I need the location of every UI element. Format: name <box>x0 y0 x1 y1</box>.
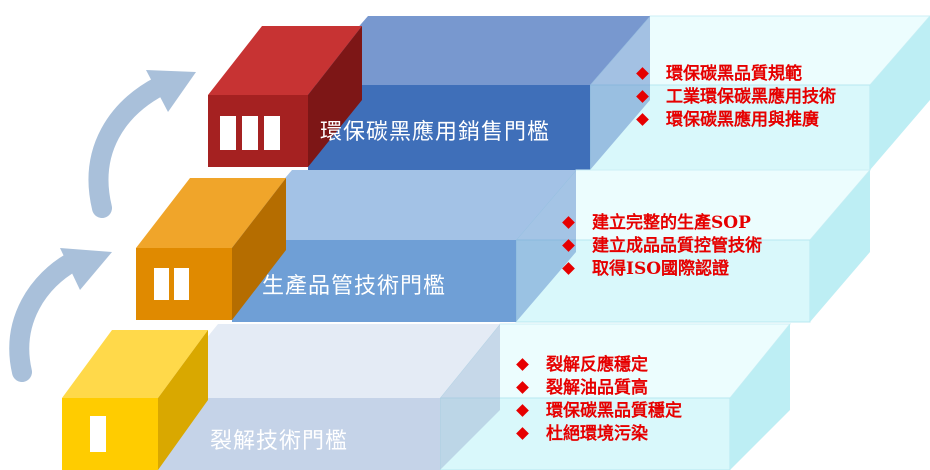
list-item: 裂解反應穩定 <box>512 354 682 377</box>
list-item: 環保碳黑應用與推廣 <box>632 109 836 132</box>
list-item: 工業環保碳黑應用技術 <box>632 86 836 109</box>
diamond-bullet-icon <box>636 90 649 103</box>
diamond-bullet-icon <box>562 239 575 252</box>
level-3-label: 環保碳黑應用銷售門檻 <box>320 120 551 145</box>
up-arrow-upper-icon <box>88 70 196 218</box>
diamond-bullet-icon <box>516 427 529 440</box>
diamond-bullet-icon <box>562 262 575 275</box>
numeral-II <box>154 268 189 300</box>
list-item: 杜絕環境污染 <box>512 423 682 446</box>
level-1-bullet-list: 裂解反應穩定 裂解油品質高 環保碳黑品質穩定 杜絕環境污染 <box>512 354 682 446</box>
level-1-label: 裂解技術門檻 <box>210 429 349 454</box>
level-3-step <box>208 15 930 171</box>
level-2-bullet-list: 建立完整的生產SOP 建立成品品質控管技術 取得ISO國際認證 <box>558 212 762 281</box>
level-2-label: 生產品管技術門檻 <box>262 274 447 299</box>
level-1-step <box>62 323 792 470</box>
level-2-step <box>136 169 872 323</box>
list-item: 環保碳黑品質穩定 <box>512 400 682 423</box>
list-item: 建立完整的生產SOP <box>558 212 762 235</box>
level-3-bullet-list: 環保碳黑品質規範 工業環保碳黑應用技術 環保碳黑應用與推廣 <box>632 63 836 132</box>
diamond-bullet-icon <box>562 216 575 229</box>
diamond-bullet-icon <box>636 67 649 80</box>
diamond-bullet-icon <box>516 358 529 371</box>
list-item: 環保碳黑品質規範 <box>632 63 836 86</box>
list-item: 裂解油品質高 <box>512 377 682 400</box>
diamond-bullet-icon <box>516 381 529 394</box>
list-item: 取得ISO國際認證 <box>558 258 762 281</box>
numeral-III <box>220 116 280 150</box>
diamond-bullet-icon <box>636 113 649 126</box>
list-item: 建立成品品質控管技術 <box>558 235 762 258</box>
up-arrow-lower-icon <box>9 248 112 382</box>
diamond-bullet-icon <box>516 404 529 417</box>
numeral-I <box>90 416 106 452</box>
